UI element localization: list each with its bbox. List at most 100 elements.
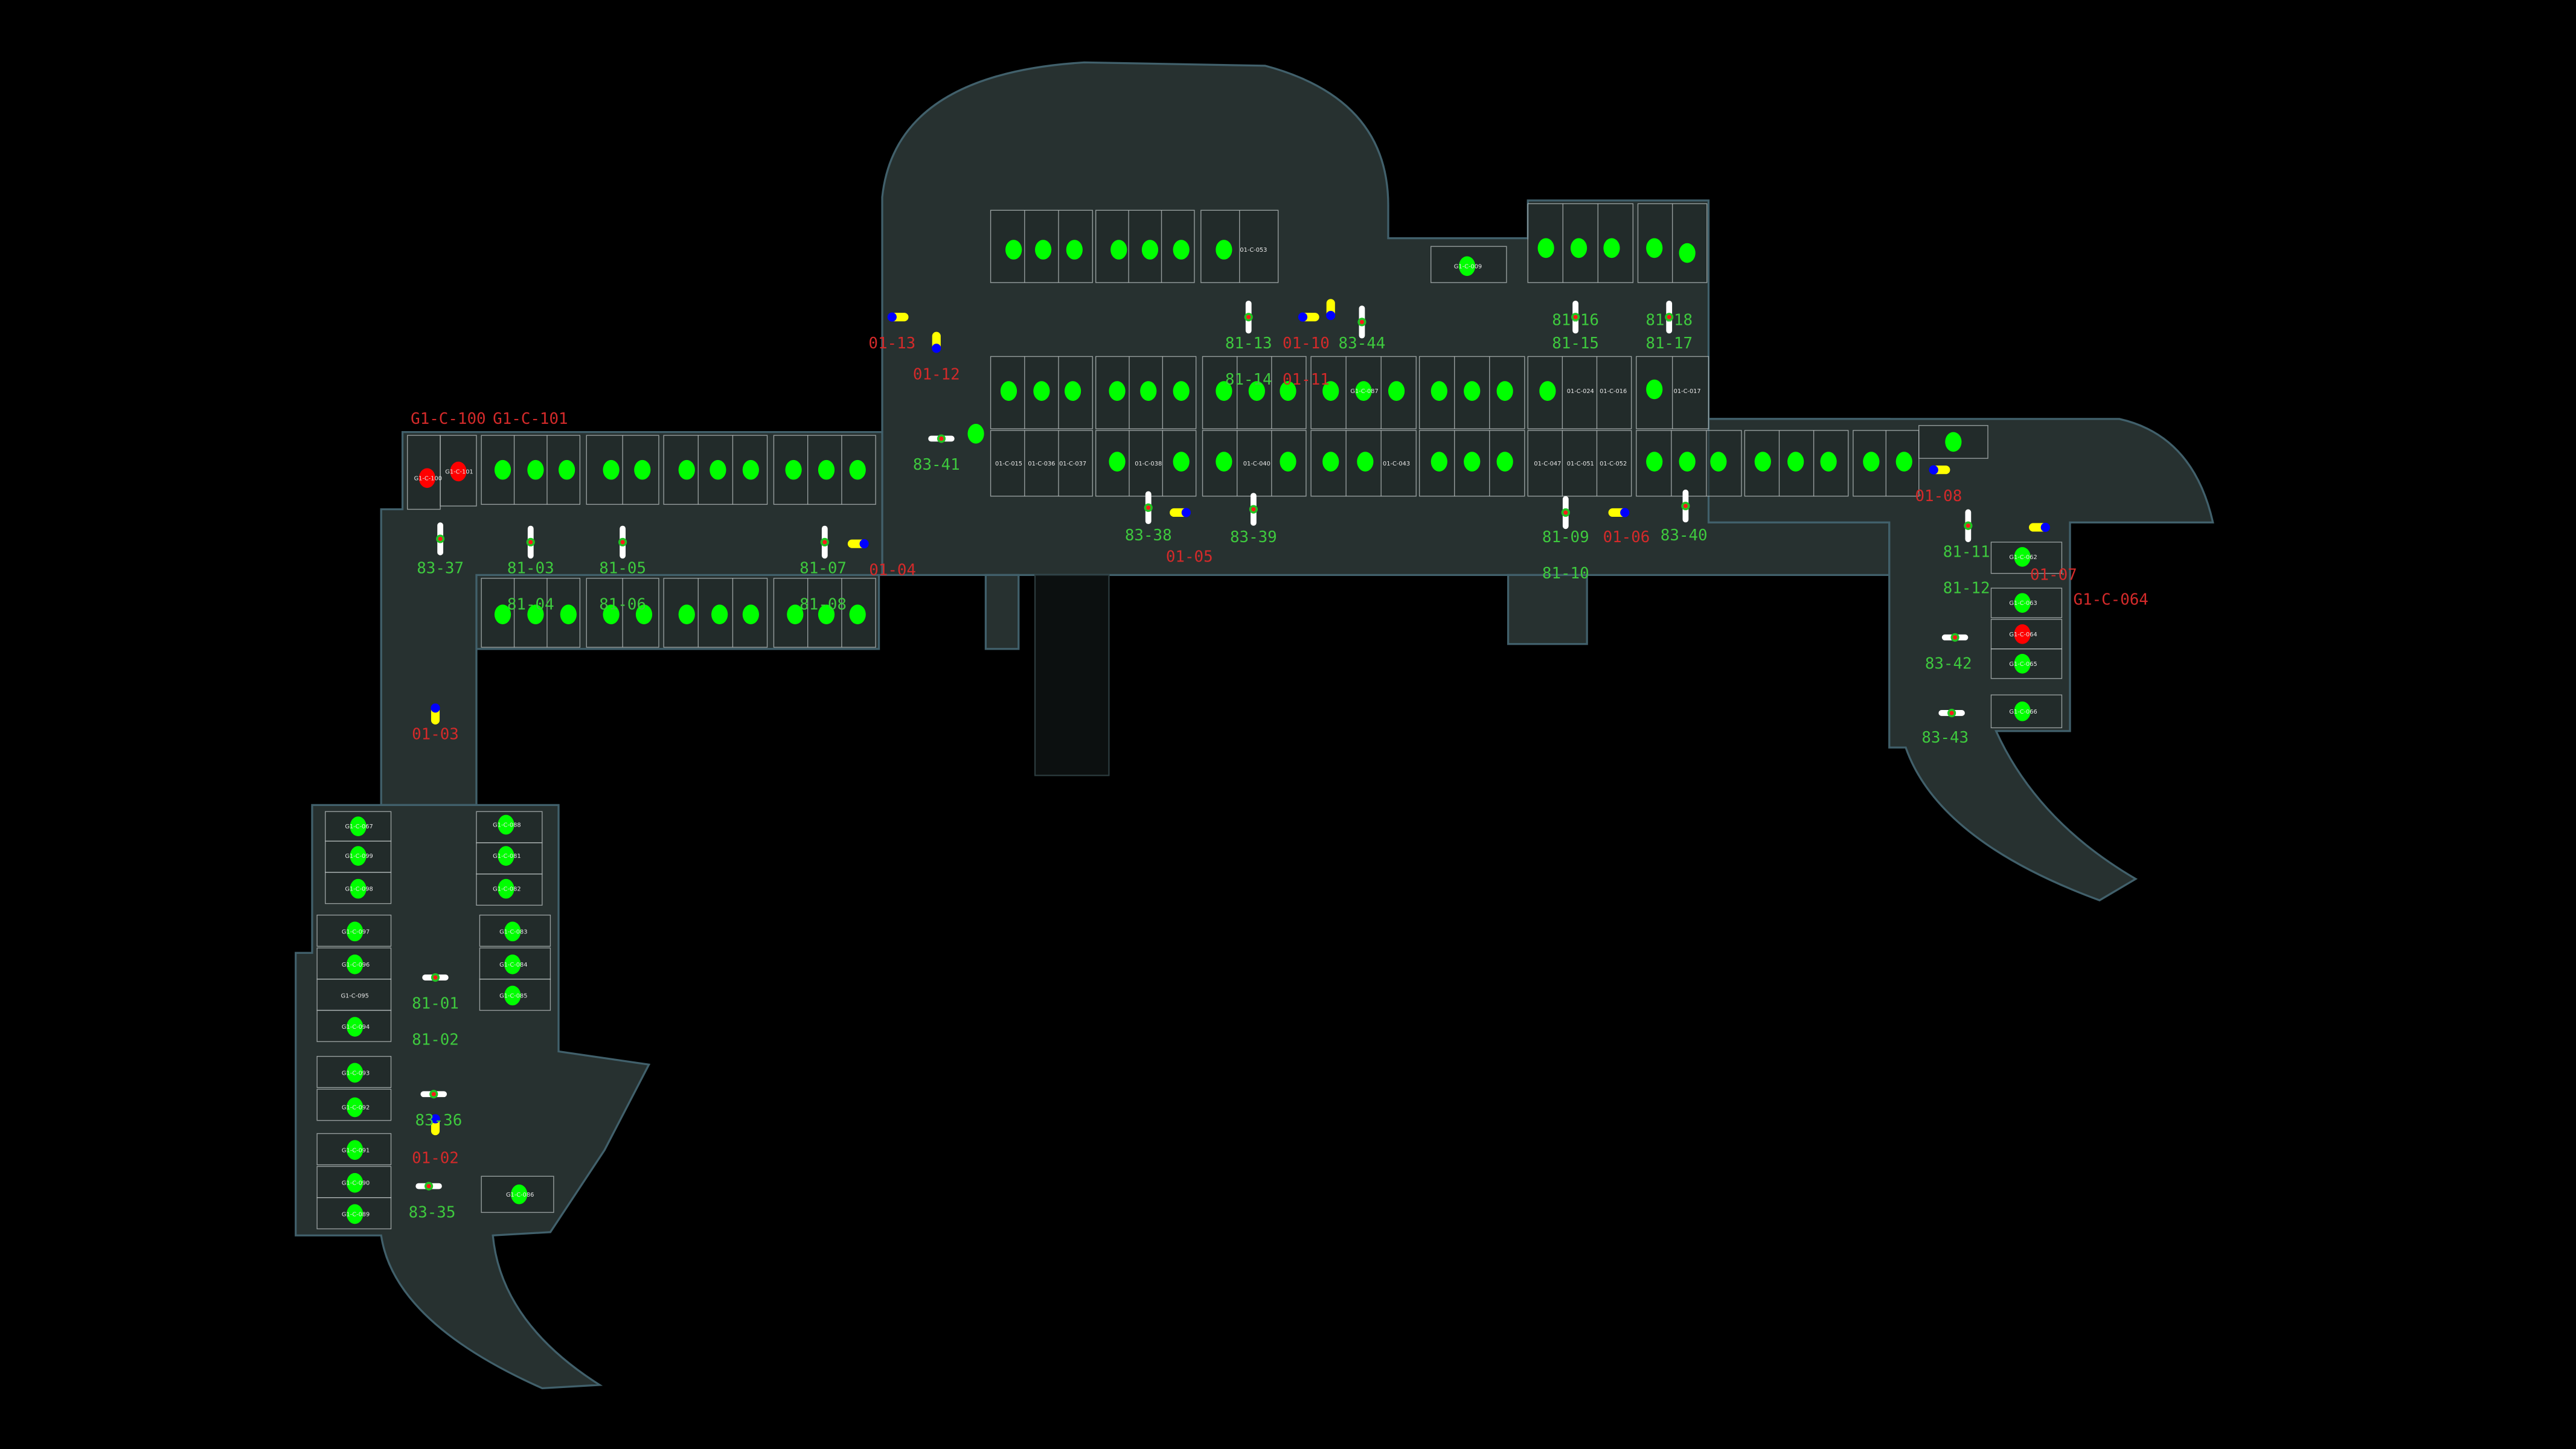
- parking-spot[interactable]: [742, 459, 759, 480]
- available-spot-marker[interactable]: [1787, 452, 1804, 472]
- parking-spot[interactable]: G1-C-089: [342, 1204, 370, 1224]
- camera-icon[interactable]: [415, 1182, 442, 1191]
- camera-icon[interactable]: [1938, 708, 1965, 718]
- available-spot-marker[interactable]: [504, 985, 521, 1006]
- available-spot-marker[interactable]: [1496, 452, 1513, 472]
- camera-icon[interactable]: [1941, 633, 1969, 642]
- parking-spot[interactable]: [1679, 452, 1696, 472]
- sensor-icon[interactable]: [1929, 465, 1950, 475]
- parking-spot[interactable]: [1710, 452, 1727, 472]
- parking-spot[interactable]: [1173, 452, 1190, 472]
- available-spot-marker[interactable]: [785, 459, 802, 480]
- available-spot-marker[interactable]: [1109, 452, 1126, 472]
- parking-spot[interactable]: G1-C-083: [499, 921, 527, 942]
- parking-spot[interactable]: [1863, 452, 1880, 472]
- parking-spot[interactable]: [1216, 381, 1232, 401]
- parking-spot[interactable]: [1280, 452, 1296, 472]
- parking-spot[interactable]: [1000, 381, 1017, 401]
- available-spot-marker[interactable]: [1820, 452, 1837, 472]
- available-spot-marker[interactable]: [678, 459, 695, 480]
- parking-spot[interactable]: [1109, 452, 1126, 472]
- available-spot-marker[interactable]: [504, 921, 521, 942]
- parking-spot[interactable]: [1945, 432, 1962, 452]
- parking-spot[interactable]: [818, 459, 835, 480]
- camera-icon[interactable]: [1681, 489, 1690, 523]
- available-spot-marker[interactable]: [1005, 240, 1022, 260]
- available-spot-marker[interactable]: [710, 459, 726, 480]
- parking-spot[interactable]: G1-C-100: [414, 468, 442, 488]
- camera-icon[interactable]: [820, 525, 829, 559]
- parking-spot[interactable]: [634, 459, 651, 480]
- parking-spot[interactable]: G1-C-084: [499, 954, 527, 974]
- available-spot-marker[interactable]: [818, 604, 835, 625]
- parking-spot[interactable]: 01-C-047: [1534, 461, 1561, 467]
- available-spot-marker[interactable]: [1863, 452, 1880, 472]
- available-spot-marker[interactable]: [560, 604, 577, 625]
- available-spot-marker[interactable]: [347, 921, 364, 942]
- available-spot-marker[interactable]: [1141, 240, 1159, 260]
- available-spot-marker[interactable]: [498, 878, 514, 899]
- available-spot-marker[interactable]: [787, 604, 804, 625]
- available-spot-marker[interactable]: [1539, 381, 1556, 401]
- parking-spot[interactable]: [1005, 240, 1022, 260]
- parking-spot[interactable]: [1754, 452, 1771, 472]
- sensor-icon[interactable]: [847, 539, 869, 549]
- available-spot-marker[interactable]: [498, 814, 514, 835]
- available-spot-marker[interactable]: [1248, 381, 1265, 401]
- available-spot-marker[interactable]: [1754, 452, 1771, 472]
- available-spot-marker[interactable]: [494, 459, 511, 480]
- parking-spot[interactable]: [1431, 381, 1447, 401]
- available-spot-marker[interactable]: [1110, 240, 1127, 260]
- parking-spot[interactable]: [1216, 452, 1232, 472]
- parking-spot[interactable]: [1141, 240, 1159, 260]
- available-spot-marker[interactable]: [350, 878, 367, 899]
- available-spot-marker[interactable]: [504, 954, 521, 974]
- sensor-icon[interactable]: [2029, 522, 2050, 533]
- camera-icon[interactable]: [436, 522, 445, 555]
- occupied-spot-marker[interactable]: [2014, 624, 2031, 644]
- parking-spot[interactable]: [1110, 240, 1127, 260]
- available-spot-marker[interactable]: [1280, 452, 1296, 472]
- available-spot-marker[interactable]: [2014, 547, 2031, 567]
- available-spot-marker[interactable]: [678, 604, 695, 625]
- parking-spot[interactable]: [559, 459, 575, 480]
- available-spot-marker[interactable]: [1033, 381, 1050, 401]
- parking-spot[interactable]: [494, 459, 511, 480]
- available-spot-marker[interactable]: [742, 459, 759, 480]
- available-spot-marker[interactable]: [1679, 243, 1696, 263]
- available-spot-marker[interactable]: [818, 459, 835, 480]
- parking-spot[interactable]: 01-C-051: [1567, 461, 1594, 467]
- parking-spot[interactable]: [1496, 452, 1513, 472]
- available-spot-marker[interactable]: [1646, 379, 1663, 400]
- parking-spot[interactable]: G1-C-096: [342, 954, 370, 974]
- available-spot-marker[interactable]: [350, 816, 367, 837]
- parking-spot[interactable]: [1248, 381, 1265, 401]
- parking-spot[interactable]: G1-C-093: [342, 1063, 370, 1083]
- available-spot-marker[interactable]: [1458, 256, 1476, 277]
- parking-spot[interactable]: [967, 424, 984, 444]
- available-spot-marker[interactable]: [1322, 452, 1339, 472]
- parking-spot[interactable]: G1-C-099: [345, 846, 373, 866]
- parking-spot[interactable]: [1646, 379, 1663, 400]
- parking-spot[interactable]: 01-C-053: [1240, 247, 1267, 254]
- parking-spot[interactable]: [711, 604, 728, 625]
- parking-spot[interactable]: [1357, 452, 1374, 472]
- camera-icon[interactable]: [1964, 509, 1973, 542]
- parking-spot[interactable]: G1-C-101: [445, 461, 473, 482]
- parking-spot[interactable]: G1-C-086: [506, 1184, 534, 1204]
- parking-spot[interactable]: [678, 604, 695, 625]
- sensor-icon[interactable]: [431, 1114, 440, 1136]
- available-spot-marker[interactable]: [635, 604, 653, 625]
- available-spot-marker[interactable]: [711, 604, 728, 625]
- parking-spot[interactable]: G1-C-090: [342, 1172, 370, 1193]
- parking-spot[interactable]: [603, 459, 620, 480]
- parking-spot[interactable]: G1-C-085: [499, 985, 527, 1006]
- available-spot-marker[interactable]: [1066, 240, 1083, 260]
- available-spot-marker[interactable]: [1537, 238, 1554, 258]
- available-spot-marker[interactable]: [1000, 381, 1017, 401]
- parking-spot[interactable]: [1109, 381, 1126, 401]
- available-spot-marker[interactable]: [1431, 452, 1447, 472]
- sensor-icon[interactable]: [1170, 508, 1191, 517]
- available-spot-marker[interactable]: [1464, 452, 1481, 472]
- parking-spot[interactable]: G1-C-091: [342, 1140, 370, 1160]
